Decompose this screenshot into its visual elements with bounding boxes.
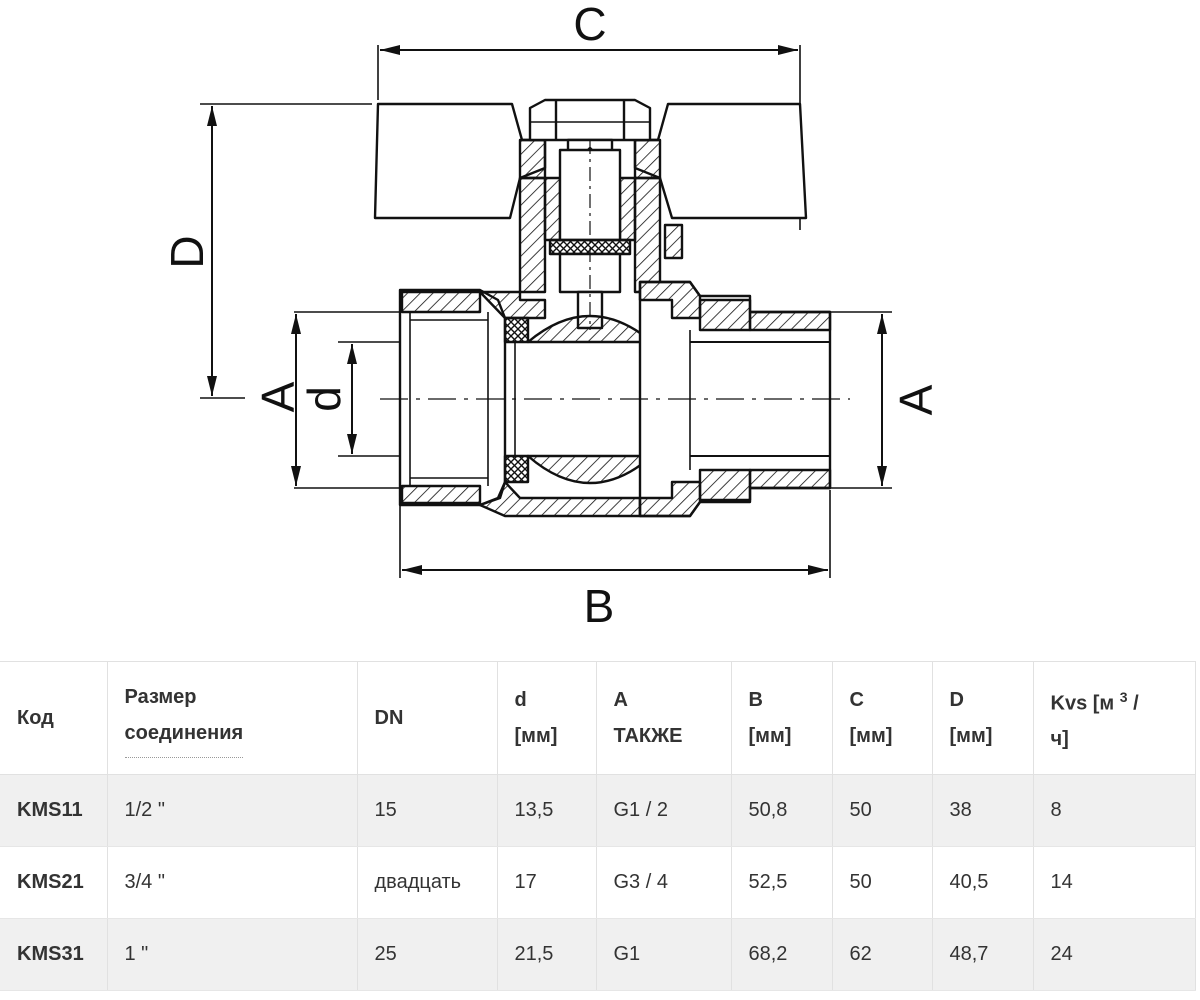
header-b: B [мм] xyxy=(731,661,833,775)
dimension-b: B xyxy=(399,490,831,632)
hex-nut xyxy=(528,98,652,142)
cell-size: 1 " xyxy=(107,918,358,991)
cell-b: 52,5 xyxy=(731,846,833,919)
cell-dn: 25 xyxy=(357,918,498,991)
header-kvs: Kvs [м 3 / ч] xyxy=(1033,661,1196,775)
cell-d: 17 xyxy=(497,846,597,919)
cell-a: G3 / 4 xyxy=(596,846,732,919)
table-row: KMS21 3/4 " двадцать 17 G3 / 4 52,5 50 4… xyxy=(0,846,1196,919)
table-row: KMS31 1 " 25 21,5 G1 68,2 62 48,7 24 xyxy=(0,918,1196,991)
dimension-c: C xyxy=(377,0,801,230)
cell-a: G1 xyxy=(596,918,732,991)
cell-code: KMS31 xyxy=(0,918,108,991)
cell-a: G1 / 2 xyxy=(596,774,732,847)
cell-dn: 15 xyxy=(357,774,498,847)
label-d-bore: d xyxy=(298,386,350,412)
cell-kvs: 8 xyxy=(1033,774,1196,847)
body-left-end xyxy=(398,288,507,507)
specs-table: Код Размер соединения DN d [мм] A ТАКЖЕ … xyxy=(0,661,1196,991)
ball-bottom xyxy=(526,454,654,485)
cell-c: 50 xyxy=(832,846,933,919)
dimension-d-bore: d xyxy=(298,341,410,457)
table-header-row: Код Размер соединения DN d [мм] A ТАКЖЕ … xyxy=(0,661,1196,775)
cell-b: 50,8 xyxy=(731,774,833,847)
valve-technical-drawing: C D A d A B xyxy=(161,0,942,632)
table-row: KMS11 1/2 " 15 13,5 G1 / 2 50,8 50 38 8 xyxy=(0,774,1196,847)
cell-d: 13,5 xyxy=(497,774,597,847)
cell-kvs: 24 xyxy=(1033,918,1196,991)
valve-body xyxy=(373,98,850,518)
dimension-d: D xyxy=(161,103,372,399)
header-dd: D [мм] xyxy=(932,661,1034,775)
label-c: C xyxy=(573,0,606,50)
cell-c: 62 xyxy=(832,918,933,991)
cell-c: 50 xyxy=(832,774,933,847)
dimension-a-left: A xyxy=(252,311,400,489)
cell-dd: 40,5 xyxy=(932,846,1034,919)
cell-d: 21,5 xyxy=(497,918,597,991)
header-c: C [мм] xyxy=(832,661,933,775)
header-code: Код xyxy=(0,661,108,775)
label-a-left: A xyxy=(252,381,304,412)
cell-dd: 38 xyxy=(932,774,1034,847)
header-a: A ТАКЖЕ xyxy=(596,661,732,775)
label-a-right: A xyxy=(890,384,942,415)
cell-dn: двадцать xyxy=(357,846,498,919)
cell-size: 1/2 " xyxy=(107,774,358,847)
cell-dd: 48,7 xyxy=(932,918,1034,991)
header-d: d [мм] xyxy=(497,661,597,775)
label-d-height: D xyxy=(161,235,213,268)
label-b: B xyxy=(584,580,615,632)
cell-size: 3/4 " xyxy=(107,846,358,919)
cell-b: 68,2 xyxy=(731,918,833,991)
dimension-a-right: A xyxy=(830,311,942,489)
header-dn: DN xyxy=(357,661,498,775)
cell-kvs: 14 xyxy=(1033,846,1196,919)
cell-code: KMS21 xyxy=(0,846,108,919)
ball-top xyxy=(526,314,654,344)
cell-code: KMS11 xyxy=(0,774,108,847)
header-size: Размер соединения xyxy=(107,661,358,775)
